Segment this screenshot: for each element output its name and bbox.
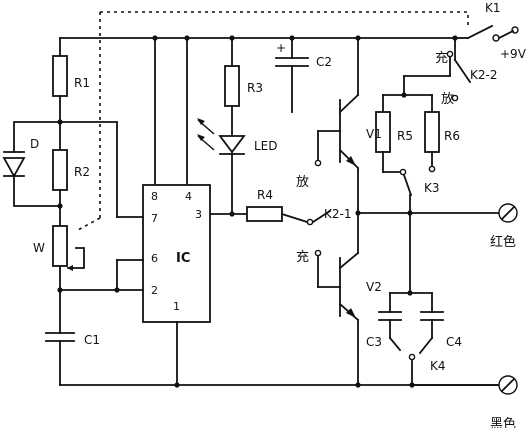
- capacitor-c3-c4-network: [378, 290, 444, 386]
- r1-label: R1: [74, 76, 90, 90]
- k4-label: K4: [430, 359, 446, 373]
- resistor-r3: [224, 37, 240, 137]
- red-terminal: [355, 203, 518, 223]
- pot-label: W: [33, 241, 45, 255]
- led-label: LED: [254, 139, 278, 153]
- ic-pin-7: 7: [151, 212, 158, 225]
- transistor-v1: [317, 37, 360, 214]
- ic-pin-6: 6: [151, 252, 158, 265]
- ic-pin-4: 4: [185, 190, 192, 203]
- switch-k2-2: [403, 37, 472, 102]
- capacitor-c2: [275, 37, 309, 113]
- top-rail: [59, 35, 458, 41]
- c3-label: C3: [366, 335, 382, 349]
- v1-label: V1: [366, 127, 382, 141]
- switch-k3: [402, 173, 413, 216]
- r4-label: R4: [257, 188, 273, 202]
- c1-label: C1: [84, 333, 100, 347]
- r6-label: R6: [444, 129, 460, 143]
- k2-1-charge-label: 充: [296, 249, 309, 265]
- c2-plus-sign: +: [276, 41, 286, 55]
- r3-label: R3: [247, 81, 263, 95]
- ic-pin-3: 3: [195, 208, 202, 221]
- resistor-r4: [209, 206, 309, 224]
- black-terminal: [411, 375, 518, 395]
- diode-d: [2, 121, 61, 207]
- v2-label: V2: [366, 280, 382, 294]
- k3-label: K3: [424, 181, 440, 195]
- switch-k1: [454, 24, 519, 42]
- capacitor-c1: [45, 289, 75, 386]
- c2-label: C2: [316, 55, 332, 69]
- ic-chip: [59, 37, 211, 386]
- ic-pin-2: 2: [151, 284, 158, 297]
- ic-pin-1: 1: [173, 300, 180, 313]
- transistor-v2: [317, 212, 360, 386]
- r5-label: R5: [397, 129, 413, 143]
- ic-label: IC: [176, 251, 190, 266]
- k2-2-charge-label: 充: [435, 50, 448, 66]
- potentiometer-w: [52, 205, 85, 293]
- switch-k2-1: [306, 130, 332, 288]
- r2-label: R2: [74, 165, 90, 179]
- resistor-r2: [52, 121, 68, 209]
- k2-1-label: K2-1: [324, 207, 351, 221]
- k2-2-label: K2-2: [470, 68, 497, 82]
- c4-label: C4: [446, 335, 462, 349]
- dashed-linkage-k1: [77, 11, 469, 231]
- led-indicator: [197, 118, 246, 215]
- k1-label: K1: [485, 1, 501, 15]
- resistor-r1: [52, 37, 68, 125]
- k2-2-discharge-label: 放: [441, 92, 454, 107]
- supply-label: +9V: [500, 47, 527, 61]
- black-terminal-label: 黑色: [490, 416, 516, 428]
- resistor-r5-r6-network: [375, 92, 440, 176]
- red-terminal-label: 红色: [490, 234, 516, 250]
- k2-1-discharge-label: 放: [296, 175, 309, 190]
- diode-label: D: [30, 137, 39, 151]
- pin7-wire: [59, 121, 118, 218]
- ic-pin-8: 8: [151, 190, 158, 203]
